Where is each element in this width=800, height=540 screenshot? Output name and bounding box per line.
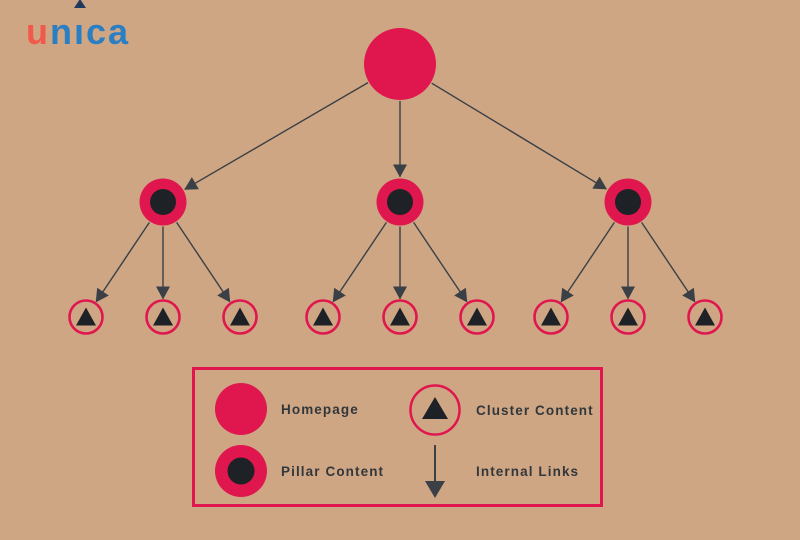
legend-item-internal-links: Internal Links <box>408 442 579 500</box>
legend-item-cluster-content: Cluster Content <box>408 383 594 437</box>
legend-label-internal-links: Internal Links <box>476 463 580 479</box>
pillar-content-marker-icon <box>215 445 267 497</box>
logo-letter-c: c <box>86 11 109 52</box>
internal-link-arrow <box>431 82 608 190</box>
cluster-node <box>687 299 723 335</box>
cluster-node <box>382 299 418 335</box>
internal-link-arrow <box>176 222 231 303</box>
legend-label-homepage: Homepage <box>281 401 359 417</box>
cluster-node <box>305 299 341 335</box>
internal-link-arrow <box>184 81 369 190</box>
internal-link-arrow <box>332 222 387 303</box>
nodes-layer <box>68 28 723 335</box>
internal-link-arrow <box>95 222 150 303</box>
logo-letter-n: n <box>50 11 74 52</box>
internal-link-arrow <box>641 222 696 303</box>
logo-letter-a: a <box>108 11 131 52</box>
logo-letter-i-stem: ı <box>74 11 87 52</box>
internal-links-arrow-icon <box>425 445 445 498</box>
legend-box: Homepage Cluster Content Pillar Content … <box>192 367 603 507</box>
homepage-marker-icon <box>215 383 267 435</box>
legend-item-homepage: Homepage <box>215 383 359 435</box>
cluster-content-marker-icon <box>409 384 461 436</box>
logo-i-arrow-icon <box>74 0 86 8</box>
internal-links-layer <box>95 81 696 303</box>
cluster-node <box>610 299 646 335</box>
legend-label-cluster-content: Cluster Content <box>476 402 594 418</box>
cluster-node <box>533 299 569 335</box>
legend-item-pillar-content: Pillar Content <box>215 445 384 497</box>
logo-letter-u: u <box>26 11 50 52</box>
legend-label-pillar-content: Pillar Content <box>281 463 385 479</box>
pillar-node <box>139 178 187 226</box>
logo-letter-i: ı <box>74 0 87 54</box>
cluster-node <box>459 299 495 335</box>
cluster-node <box>68 299 104 335</box>
cluster-node <box>222 299 258 335</box>
cluster-node <box>145 299 181 335</box>
pillar-node <box>376 178 424 226</box>
internal-link-arrow <box>560 222 615 303</box>
pillar-node <box>604 178 652 226</box>
internal-link-arrow <box>413 222 468 303</box>
homepage-node <box>364 28 436 100</box>
